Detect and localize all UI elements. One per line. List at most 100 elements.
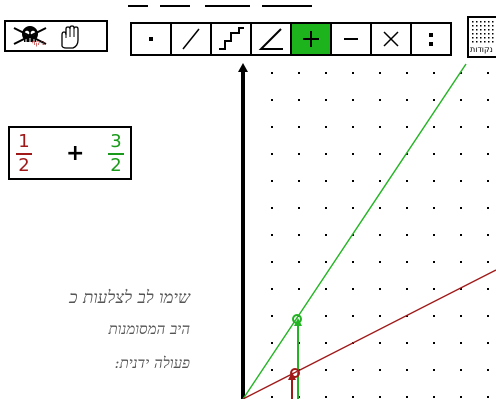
grid-dots-icon <box>472 21 494 43</box>
grid-icon-dot <box>492 37 494 39</box>
grid-dot <box>487 180 489 182</box>
grid-dot <box>379 99 381 101</box>
grid-dot <box>487 396 489 398</box>
grid-dot <box>406 207 408 209</box>
grid-dot <box>406 234 408 236</box>
grid-icon-dot <box>488 21 490 23</box>
grid-dot <box>379 72 381 74</box>
grid-dot <box>406 396 408 398</box>
add-tool-button[interactable] <box>292 24 332 54</box>
divide-tool-button[interactable] <box>412 24 450 54</box>
grid-dot <box>352 153 354 155</box>
grid-dot <box>298 126 300 128</box>
grid-dot <box>433 396 435 398</box>
grid-icon-dot <box>488 41 490 43</box>
hand-button[interactable] <box>54 24 86 50</box>
grid-dot <box>352 207 354 209</box>
grid-icon-dot <box>488 29 490 31</box>
grid-dot <box>406 288 408 290</box>
grid-dot <box>298 207 300 209</box>
grid-toggle-button[interactable]: נקודות <box>467 16 496 58</box>
step-tool-button[interactable] <box>212 24 252 54</box>
top-strip <box>0 0 496 10</box>
grid-icon-dot <box>472 37 474 39</box>
point-tool-button[interactable] <box>132 24 172 54</box>
grid-icon-dot <box>492 25 494 27</box>
grid-icon-dot <box>476 37 478 39</box>
grid-dot <box>433 180 435 182</box>
grid-button-label: נקודות <box>470 45 493 54</box>
grid-dot <box>406 153 408 155</box>
grid-dot <box>271 315 273 317</box>
grid-icon-dot <box>484 21 486 23</box>
steps-icon <box>219 27 244 50</box>
angle-tool-button[interactable] <box>252 24 292 54</box>
grid-dot <box>379 207 381 209</box>
red-marker-point[interactable] <box>290 368 300 378</box>
grid-dot <box>379 288 381 290</box>
grid-dot <box>325 369 327 371</box>
grid-icon-dot <box>472 41 474 43</box>
grid-dot <box>352 396 354 398</box>
red-line <box>242 269 496 399</box>
line-tool-button[interactable] <box>172 24 212 54</box>
grid-dot <box>298 153 300 155</box>
grid-icon-dot <box>484 29 486 31</box>
grid-dot <box>433 234 435 236</box>
expression-operator: + <box>66 141 85 166</box>
grid-icon-dot <box>480 29 482 31</box>
fraction-2: 3 2 <box>106 132 126 176</box>
grid-dot <box>460 180 462 182</box>
grid-dot <box>460 315 462 317</box>
subtract-tool-button[interactable] <box>332 24 372 54</box>
fraction-2-numerator: 3 <box>110 131 122 152</box>
grid-dot <box>271 234 273 236</box>
grid-dot <box>487 369 489 371</box>
grid-dot <box>271 288 273 290</box>
grid-icon-dot <box>492 29 494 31</box>
grid-icon-dot <box>480 21 482 23</box>
grid-icon-dot <box>488 25 490 27</box>
grid-dot <box>460 396 462 398</box>
grid-icon-dot <box>472 25 474 27</box>
clear-button[interactable]: ניקוי <box>8 24 52 50</box>
grid-icon-dot <box>484 33 486 35</box>
grid-dot <box>271 180 273 182</box>
grid-dot <box>460 369 462 371</box>
grid-dot <box>406 342 408 344</box>
clear-hand-toolbar: ניקוי <box>4 20 108 52</box>
grid-dot <box>325 315 327 317</box>
green-marker-point[interactable] <box>292 314 302 324</box>
grid-icon-dot <box>480 33 482 35</box>
grid-dot <box>487 342 489 344</box>
grid-icon-dot <box>488 37 490 39</box>
grid-dot <box>352 126 354 128</box>
grid-icon-dot <box>472 21 474 23</box>
grid-dot <box>271 99 273 101</box>
y-axis-arrow <box>238 63 248 72</box>
grid-dot <box>325 342 327 344</box>
grid-dot <box>298 261 300 263</box>
grid-dot <box>379 315 381 317</box>
grid-icon-dot <box>488 33 490 35</box>
grid-dot <box>325 99 327 101</box>
grid-dot <box>325 207 327 209</box>
minus-icon <box>344 38 358 40</box>
grid-icon-dot <box>492 21 494 23</box>
fraction-1: 1 2 <box>14 132 34 176</box>
multiply-tool-button[interactable] <box>372 24 412 54</box>
grid-dot <box>433 126 435 128</box>
grid-icon-dot <box>472 29 474 31</box>
grid-icon-dot <box>480 25 482 27</box>
grid-dot <box>379 342 381 344</box>
fraction-2-denominator: 2 <box>110 155 122 176</box>
grid-dot <box>325 261 327 263</box>
hint-line-1: שימו לב לצלעות כ <box>69 288 190 308</box>
grid-dot <box>487 99 489 101</box>
tools-toolbar <box>130 22 452 56</box>
grid-dot <box>325 180 327 182</box>
grid-dot <box>406 126 408 128</box>
grid-dot <box>487 126 489 128</box>
fraction-1-denominator: 2 <box>18 155 30 176</box>
